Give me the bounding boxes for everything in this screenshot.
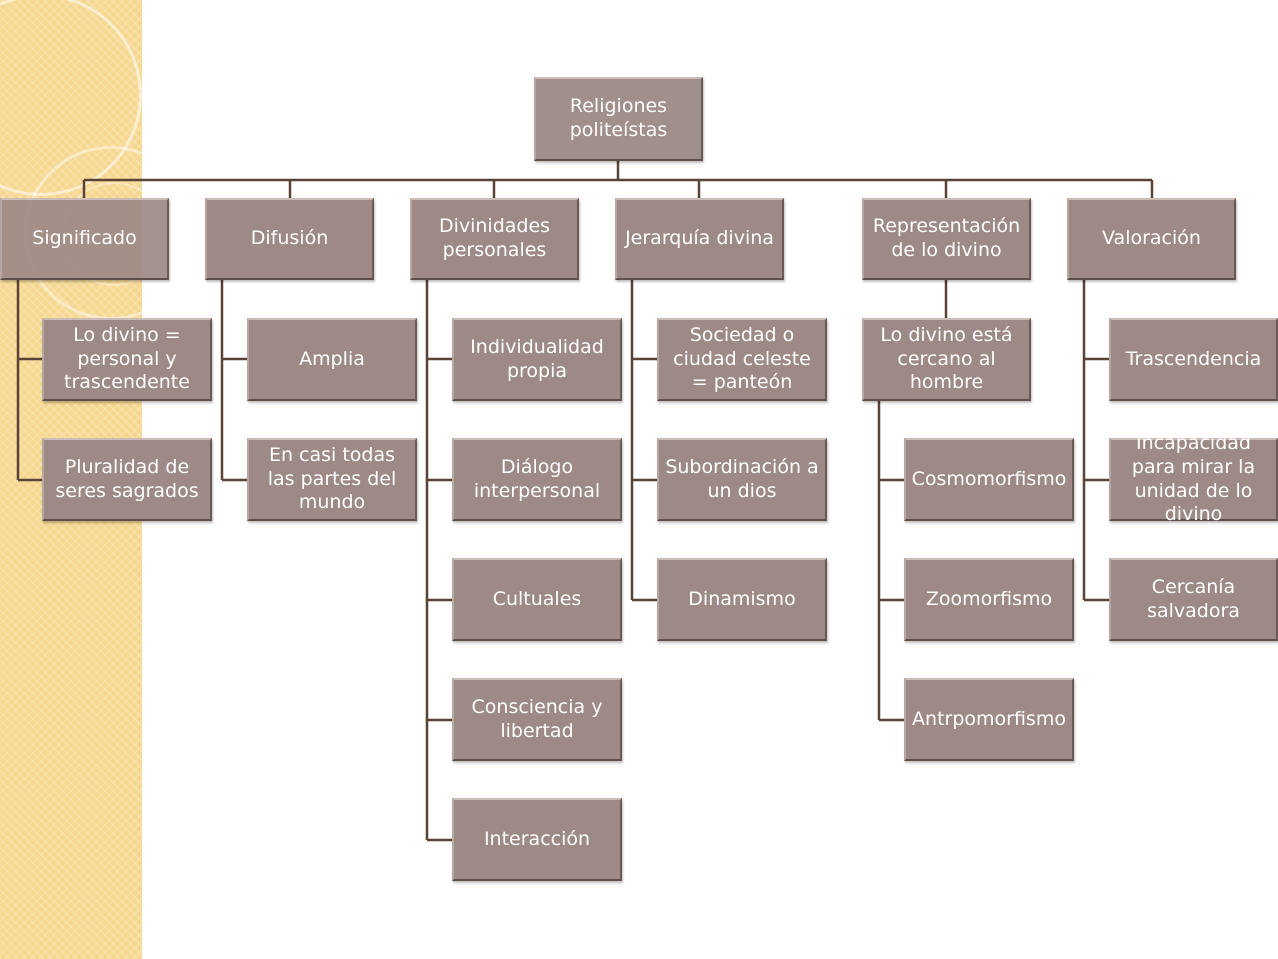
item-box: Consciencia y libertad (452, 678, 622, 761)
category-divinidades-personales: Divinidades personales (410, 198, 579, 280)
item-label: Cultuales (492, 587, 582, 610)
item-label: Subordinación a un dios (665, 455, 819, 502)
category-difusion: Difusión (205, 198, 374, 280)
item-label: Amplia (299, 347, 365, 370)
category-label: Significado (32, 227, 137, 250)
category-label: Divinidades personales (438, 215, 551, 261)
category-label: Jerarquía divina (625, 227, 774, 250)
item-box: Interacción (452, 798, 622, 881)
item-label: Cosmomorfismo (911, 467, 1067, 490)
category-significado: Significado (0, 198, 169, 280)
item-label: Interacción (483, 827, 591, 850)
item-label: Consciencia y libertad (471, 695, 603, 742)
category-valoracion: Valoración (1067, 198, 1236, 280)
category-representacion: Representación de lo divino (862, 198, 1031, 280)
item-box: Diálogo interpersonal (452, 438, 622, 521)
category-label: Difusión (250, 227, 329, 250)
item-box: Cercanía salvadora (1109, 558, 1278, 641)
item-box: Amplia (247, 318, 417, 401)
item-box: Subordinación a un dios (657, 438, 827, 521)
item-label: Antrpomorfismo (912, 707, 1066, 730)
root-label: Religiones politeístas (569, 95, 668, 141)
item-label: Dinamismo (688, 587, 796, 610)
item-box: Lo divino = personal y trascendente (42, 318, 212, 401)
category-label: Valoración (1102, 227, 1201, 250)
item-label: En casi todas las partes del mundo (267, 443, 397, 514)
item-label: Pluralidad de seres sagrados (55, 455, 199, 502)
item-label: Sociedad o ciudad celeste = panteón (673, 323, 811, 394)
item-label: Trascendencia (1125, 347, 1262, 370)
item-box: Individualidad propia (452, 318, 622, 401)
item-box: Trascendencia (1109, 318, 1278, 401)
sub-category-box: Lo divino está cercano al hombre (862, 318, 1031, 401)
item-box: Zoomorfismo (904, 558, 1074, 641)
item-box: En casi todas las partes del mundo (247, 438, 417, 521)
item-box: Dinamismo (657, 558, 827, 641)
item-label: Cercanía salvadora (1147, 575, 1240, 622)
item-box: Cultuales (452, 558, 622, 641)
item-box: Incapacidad para mirar la unidad de lo d… (1109, 432, 1278, 525)
root-node: Religiones politeístas (534, 77, 703, 161)
item-box: Sociedad o ciudad celeste = panteón (657, 318, 827, 401)
item-label: Lo divino = personal y trascendente (64, 323, 190, 394)
category-label: Representación de lo divino (872, 215, 1021, 261)
sub-category-label: Lo divino está cercano al hombre (880, 323, 1013, 394)
item-label: Individualidad propia (470, 335, 604, 382)
item-label: Zoomorfismo (925, 587, 1053, 610)
category-jerarquia-divina: Jerarquía divina (615, 198, 784, 280)
item-box: Pluralidad de seres sagrados (42, 438, 212, 521)
item-label: Incapacidad para mirar la unidad de lo d… (1131, 432, 1256, 526)
item-label: Diálogo interpersonal (473, 455, 601, 502)
item-box: Antrpomorfismo (904, 678, 1074, 761)
item-box: Cosmomorfismo (904, 438, 1074, 521)
